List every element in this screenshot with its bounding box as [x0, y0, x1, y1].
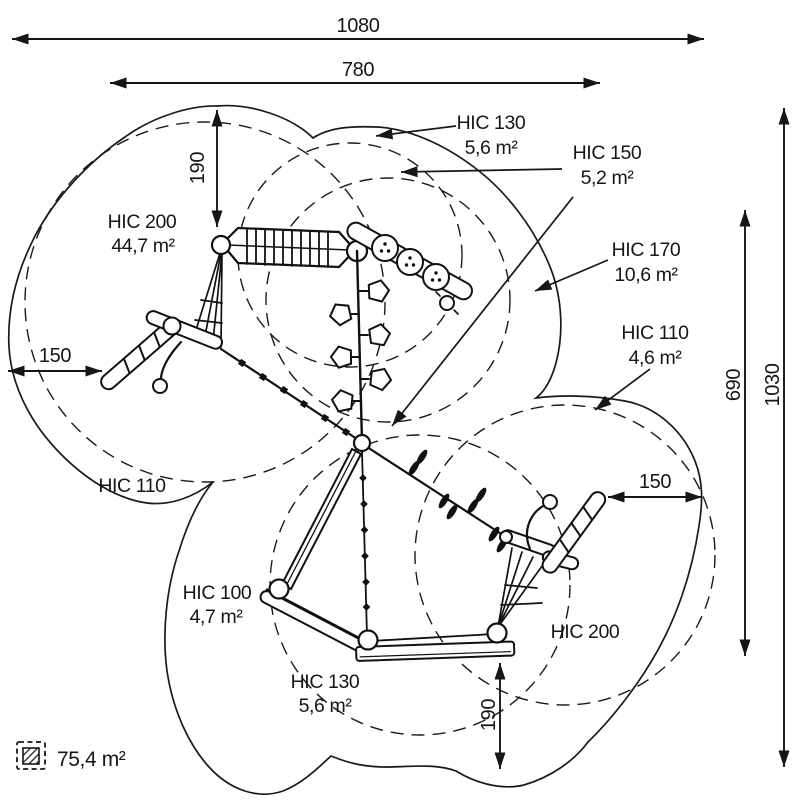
svg-text:10,6 m²: 10,6 m²	[614, 264, 678, 286]
right-handle-knob	[542, 494, 558, 510]
dim-inner-height: 690	[723, 369, 745, 401]
dim-top-clearance: 190	[187, 152, 209, 184]
dim-left-clearance: 150	[39, 345, 71, 367]
svg-text:HIC 130: HIC 130	[291, 671, 360, 693]
legend: 75,4 m²	[16, 741, 126, 771]
svg-text:HIC 200: HIC 200	[108, 211, 177, 233]
dim-total-height: 1030	[762, 363, 784, 406]
bridge-node-left	[210, 234, 232, 256]
pointer-hic150-long	[391, 196, 574, 427]
left-climbing-log	[100, 310, 224, 394]
svg-text:HIC 170: HIC 170	[612, 239, 681, 261]
center-vertical-rope	[359, 450, 371, 637]
svg-text:HIC 110: HIC 110	[98, 475, 166, 497]
zone-label-hic130-bottom: HIC 130 5,6 m²	[291, 671, 361, 717]
center-node	[352, 433, 372, 453]
svg-text:5,6 m²: 5,6 m²	[465, 137, 519, 159]
dimension-labels: 1080 780 190 150 1030 690 150 190	[39, 15, 784, 731]
zone-label-hic100: HIC 100 4,7 m²	[183, 582, 253, 628]
legend-dashed-box	[16, 741, 46, 770]
zone-label-hic110-left: HIC 110	[98, 475, 166, 497]
zone-labels: HIC 200 44,7 m² HIC 130 5,6 m² HIC 150 5…	[98, 112, 689, 717]
svg-text:HIC 130: HIC 130	[457, 112, 526, 134]
post-nodes	[268, 433, 508, 651]
dim-right-clearance: 150	[639, 471, 671, 493]
svg-text:HIC 110: HIC 110	[621, 322, 689, 344]
pointer-hic110-right	[594, 368, 651, 411]
stepping-disc-log	[346, 221, 474, 315]
zone-pointer-arrows	[375, 125, 651, 427]
pointer-hic170	[534, 259, 609, 292]
play-structure	[100, 221, 607, 662]
right-net	[497, 547, 546, 628]
right-climbing-unit	[497, 491, 607, 628]
upper-diagonal-rope	[219, 347, 362, 443]
svg-text:HIC 150: HIC 150	[573, 142, 642, 164]
pointer-hic130-top	[375, 125, 457, 140]
svg-text:5,6 m²: 5,6 m²	[299, 695, 353, 717]
zone-label-hic110-right: HIC 110 4,6 m²	[621, 322, 689, 369]
zone-label-hic130-top: HIC 130 5,6 m²	[457, 112, 527, 159]
svg-text:4,6 m²: 4,6 m²	[629, 347, 683, 369]
svg-text:HIC 200: HIC 200	[551, 621, 620, 643]
climbing-pole	[325, 249, 396, 444]
dimension-lines	[8, 33, 790, 769]
log-joint	[162, 316, 182, 336]
svg-text:44,7 m²: 44,7 m²	[111, 235, 175, 257]
dim-total-width: 1080	[337, 15, 380, 37]
plank-left-node	[357, 629, 379, 651]
zone-label-hic150: HIC 150 5,2 m²	[573, 142, 643, 189]
zone-label-hic200-top-left: HIC 200 44,7 m²	[108, 211, 178, 257]
dim-inner-width: 780	[342, 59, 374, 81]
right-handle-gooseneck	[525, 503, 547, 551]
hatched-square-icon	[22, 747, 40, 765]
beam-joint	[499, 530, 513, 544]
zone-circle-hic110-left	[24, 121, 386, 483]
stepping-disc	[371, 234, 450, 291]
zone-label-hic200-bottom-right: HIC 200	[551, 621, 621, 643]
left-handle-knob	[152, 378, 168, 394]
pointer-hic150	[400, 166, 563, 178]
zone-circle-hic150	[265, 177, 511, 423]
log-end-fitting	[439, 295, 455, 311]
legend-total-area: 75,4 m²	[57, 748, 126, 771]
svg-text:4,7 m²: 4,7 m²	[190, 606, 244, 628]
left-handle-gooseneck	[159, 340, 183, 380]
slide-foot-node	[268, 578, 290, 600]
zone-circle-hic110-right	[414, 404, 716, 706]
left-climbing-net	[194, 252, 223, 348]
zone-circle-hic130-top	[237, 142, 463, 368]
svg-text:HIC 100: HIC 100	[183, 582, 252, 604]
dim-bottom-clearance: 190	[478, 699, 500, 731]
svg-text:5,2 m²: 5,2 m²	[581, 167, 635, 189]
slide-rails	[280, 447, 363, 591]
zone-label-hic170: HIC 170 10,6 m²	[612, 239, 682, 286]
bottom-plank	[355, 633, 516, 662]
plank-right-node	[486, 622, 508, 644]
